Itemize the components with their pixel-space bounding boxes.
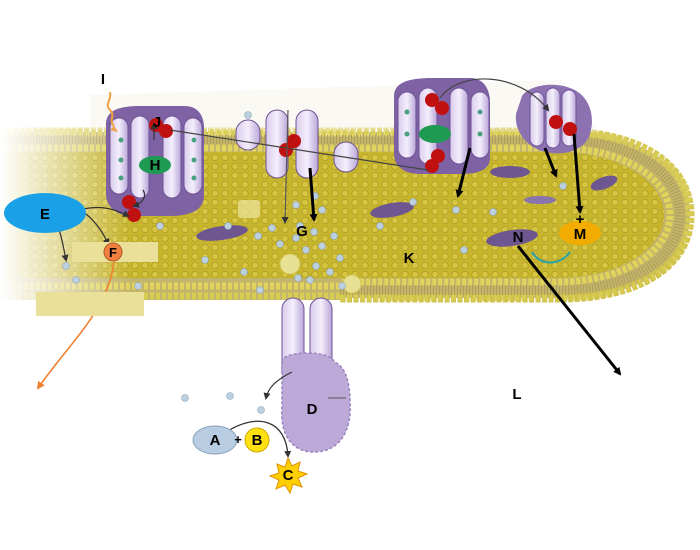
label-M-shape	[559, 221, 601, 245]
label-D: D	[307, 401, 318, 418]
label-L: L	[512, 386, 521, 403]
label-F-shape	[103, 242, 123, 262]
label-G: G	[296, 223, 308, 240]
label-plus-AB: +	[234, 432, 242, 447]
receptor-complex-right	[394, 78, 490, 174]
label-plus-M: +	[576, 211, 585, 228]
receptor-complex-left	[106, 106, 204, 222]
label-B: B	[252, 432, 263, 449]
label-K: K	[404, 250, 415, 267]
label-J: J	[153, 114, 161, 131]
signal-I-wave	[106, 91, 118, 132]
label-B-shape	[244, 427, 270, 453]
label-A: A	[210, 432, 221, 449]
label-E-shape	[4, 193, 86, 233]
label-A-shape	[192, 425, 238, 455]
label-F: F	[109, 245, 117, 260]
inner-organelles	[196, 166, 618, 294]
label-M: M	[574, 226, 587, 243]
label-N: N	[513, 229, 524, 246]
label-C: C	[283, 467, 294, 484]
label-I: I	[101, 71, 105, 88]
label-H: H	[150, 157, 161, 174]
pathway-arrows	[36, 78, 622, 458]
label-C-shape	[268, 456, 309, 495]
label-E: E	[40, 206, 50, 223]
protein-D	[281, 297, 351, 453]
placeholder-box-lower	[36, 292, 144, 316]
